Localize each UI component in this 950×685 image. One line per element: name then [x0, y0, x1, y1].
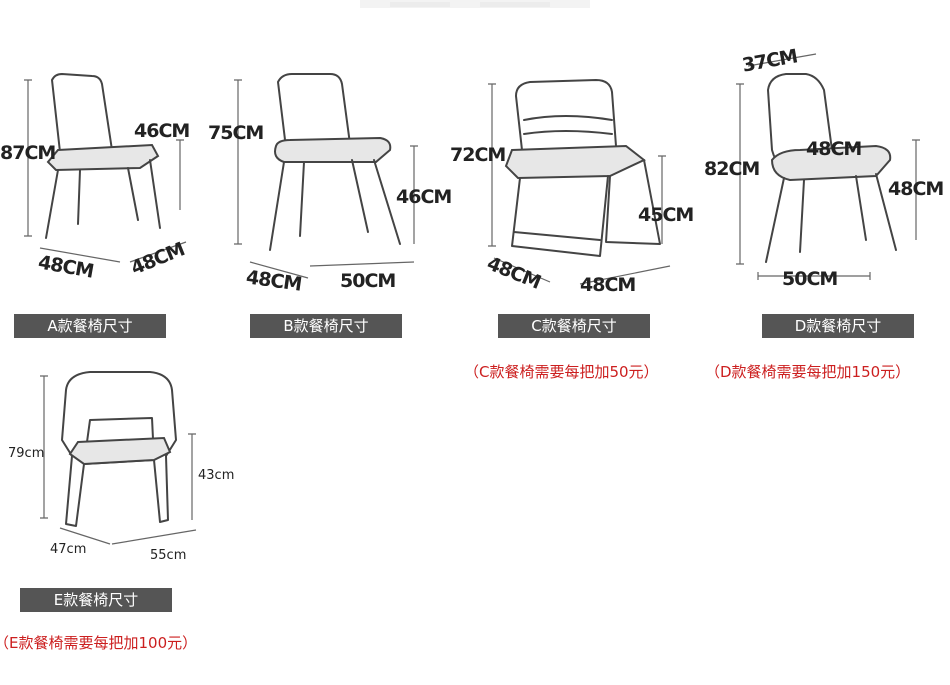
chair-d-seat-height: 48CM	[888, 178, 944, 200]
chair-a-icon	[24, 73, 187, 263]
chair-e-label: E款餐椅尺寸	[20, 588, 172, 612]
chair-e-depth: 55cm	[150, 548, 187, 563]
watermark-graphic	[360, 0, 590, 8]
chair-c-height: 72CM	[450, 144, 506, 166]
chair-c-surcharge-note: （C款餐椅需要每把加50元）	[464, 363, 659, 381]
chair-d-drawing	[720, 0, 950, 300]
chair-b-drawing	[200, 0, 450, 300]
chair-e-drawing	[0, 360, 240, 580]
chair-c-label: C款餐椅尺寸	[498, 314, 650, 338]
chair-c-depth: 48CM	[580, 274, 636, 296]
chair-a-seat-depth: 46CM	[134, 120, 190, 142]
chair-d-label: D款餐椅尺寸	[762, 314, 914, 338]
chair-c-icon	[488, 79, 671, 285]
chair-d-seat-width: 48CM	[806, 138, 862, 160]
chair-b-label: B款餐椅尺寸	[250, 314, 402, 338]
chair-b-depth: 50CM	[340, 270, 396, 292]
chair-a-drawing	[0, 0, 200, 300]
chair-a-label: A款餐椅尺寸	[14, 314, 166, 338]
chair-d-surcharge-note: （D款餐椅需要每把加150元）	[705, 363, 911, 381]
chair-b-icon	[234, 73, 418, 279]
chair-d-icon	[736, 53, 920, 280]
chair-d-depth: 50CM	[782, 268, 838, 290]
chair-a-height: 87CM	[0, 142, 56, 164]
chair-e-width: 47cm	[50, 542, 87, 557]
chair-e-icon	[40, 371, 197, 545]
chair-c-seat-height: 45CM	[638, 204, 694, 226]
chair-d-height: 82CM	[704, 158, 760, 180]
chair-b-height: 75CM	[208, 122, 264, 144]
chair-e-height: 79cm	[8, 446, 45, 461]
chair-b-seat-height: 46CM	[396, 186, 452, 208]
chair-e-seat-height: 43cm	[198, 468, 235, 483]
chair-e-surcharge-note: （E款餐椅需要每把加100元）	[0, 634, 198, 652]
chair-c-drawing	[460, 0, 710, 300]
